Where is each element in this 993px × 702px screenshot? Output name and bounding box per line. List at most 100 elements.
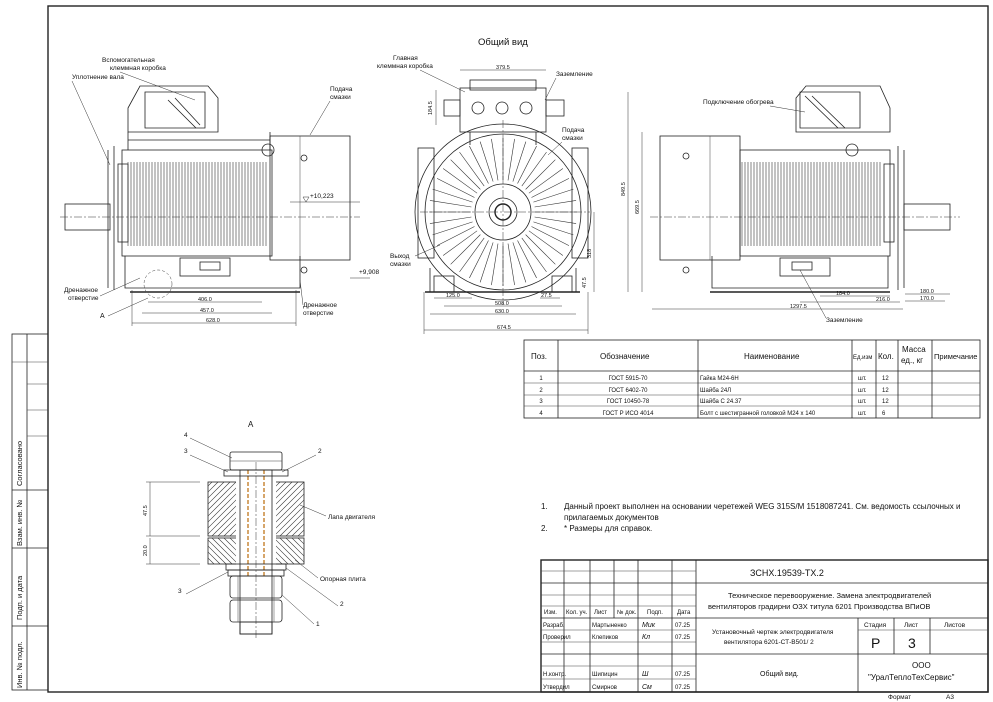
dim-right-1297: 1297.5 bbox=[790, 304, 807, 310]
rev-header-date: Дата bbox=[677, 610, 691, 616]
right-side-view: Подключение обогрева Заземление 849.5 66… bbox=[621, 85, 960, 324]
stage-header: Стадия bbox=[864, 622, 887, 629]
callout-grease-in-front-2: смазки bbox=[562, 135, 583, 142]
note-1-num: 1. bbox=[541, 502, 548, 511]
callout-aux-terminal-box-1: Вспомогательная bbox=[102, 57, 155, 64]
detail-a-bolt-section: A 47.5 20.0 4 3 2 bbox=[143, 420, 375, 640]
parts-table-cell: 3 bbox=[539, 399, 543, 405]
table-header-designation: Обозначение bbox=[600, 352, 650, 361]
detail-num-2-top: 2 bbox=[318, 448, 322, 455]
table-header-pos: Поз. bbox=[531, 352, 547, 361]
washer-top bbox=[223, 469, 289, 477]
signer-name: Шипицин bbox=[592, 672, 618, 678]
org-line-2: "УралТеплоТехСервис" bbox=[868, 673, 955, 682]
signer-signature: Мик bbox=[642, 622, 656, 629]
dim-level-base: +9,908 bbox=[359, 269, 379, 276]
rev-header-sign: Подп. bbox=[647, 610, 663, 616]
margin-inv-orig: Инв. № подл. bbox=[15, 641, 24, 688]
margin-sign-date: Подп. и дата bbox=[15, 575, 24, 620]
dim-front-47: 47.5 bbox=[582, 277, 588, 288]
dim-front-379: 379.5 bbox=[496, 65, 510, 71]
signer-signature: Ш bbox=[642, 671, 649, 678]
dim-left-457: 457.0 bbox=[200, 308, 214, 314]
sheets-header: Листов bbox=[944, 622, 966, 629]
parts-table-cell: Гайка М24-6Н bbox=[700, 375, 739, 382]
dim-right-184: 184.0 bbox=[836, 291, 850, 297]
detail-num-4-top: 4 bbox=[184, 432, 188, 439]
rev-header-doc: № док. bbox=[617, 609, 637, 616]
signer-date: 07.25 bbox=[675, 672, 691, 678]
parts-table-cell: 12 bbox=[882, 376, 889, 382]
project-line-2: вентиляторов градирни ОЗХ титула 6201 Пр… bbox=[708, 602, 930, 611]
stage-value: Р bbox=[871, 635, 880, 651]
parts-table-cell: шт. bbox=[858, 411, 867, 417]
callout-grease-in-2: смазки bbox=[330, 94, 351, 101]
parts-table-cell: 1 bbox=[539, 376, 543, 382]
parts-table-cell: 12 bbox=[882, 399, 889, 405]
dim-right-170: 170.0 bbox=[920, 296, 934, 302]
dim-level-top: +10,223 bbox=[310, 193, 334, 200]
dim-left-406: 406.0 bbox=[198, 297, 212, 303]
signer-date: 07.25 bbox=[675, 635, 691, 641]
signer-signature: См bbox=[642, 684, 652, 691]
table-header-mass-2: ед., кг bbox=[901, 356, 923, 365]
table-header-qty: Кол. bbox=[878, 352, 894, 361]
parts-table-cell: 12 bbox=[882, 388, 889, 394]
callout-grease-out-1: Выход bbox=[390, 253, 410, 260]
signer-role: Проверил bbox=[543, 635, 571, 641]
callout-drain-right-1: Дренажное bbox=[303, 302, 337, 309]
format-label: Формат bbox=[888, 694, 911, 701]
parts-table: Поз. Обозначение Наименование Ед.изм Кол… bbox=[523, 339, 981, 419]
cooling-fins-right bbox=[741, 162, 881, 246]
detail-num-2-bottom: 2 bbox=[340, 601, 344, 608]
parts-table-cell: шт. bbox=[858, 399, 867, 405]
drawing-name: Общий вид. bbox=[760, 670, 799, 678]
parts-table-cell: 2 bbox=[539, 388, 543, 394]
left-margin-stamp: Согласовано Взам. инв. № Подп. и дата Ин… bbox=[11, 333, 49, 691]
signer-name: Смирнов bbox=[592, 685, 617, 691]
detail-num-1-bottom: 1 bbox=[316, 621, 320, 628]
cooling-fins-front bbox=[429, 138, 577, 286]
dim-front-318: 318 bbox=[587, 249, 593, 258]
dim-front-630: 630.0 bbox=[495, 309, 509, 315]
dim-right-669: 669.5 bbox=[635, 200, 641, 214]
doc-code: ЗСНХ.19539-ТХ.2 bbox=[750, 568, 824, 578]
parts-table-cell: Болт с шестигранной головкой М24 х 140 bbox=[700, 410, 816, 417]
parts-table-cell: ГОСТ 5915-70 bbox=[608, 376, 648, 382]
note-2-line-1: * Размеры для справок. bbox=[564, 524, 652, 533]
margin-replace-inv: Взам. инв. № bbox=[15, 500, 24, 546]
note-1-line-2: прилагаемых документов bbox=[564, 513, 659, 522]
project-line-1: Техническое перевооружение. Замена элект… bbox=[728, 591, 931, 600]
callout-section-a: A bbox=[100, 313, 105, 320]
signer-role: Разраб. bbox=[543, 623, 565, 629]
table-header-mass-1: Масса bbox=[902, 345, 926, 354]
table-header-unit: Ед.изм bbox=[853, 355, 872, 361]
table-header-name: Наименование bbox=[744, 352, 800, 361]
dim-front-27: 27.5 bbox=[541, 293, 552, 299]
callout-heater-connection: Подключение обогрева bbox=[703, 98, 774, 106]
dim-detail-47: 47.5 bbox=[143, 505, 149, 516]
signer-name: Мартыненко bbox=[592, 623, 627, 629]
detail-label-foot: Лапа двигателя bbox=[328, 514, 375, 521]
note-1-line-1: Данный проект выполнен на основании чере… bbox=[564, 502, 961, 511]
note-2-num: 2. bbox=[541, 524, 548, 533]
sheet-title-line-2: вентилятора 6201-СТ-В501/ 2 bbox=[724, 639, 814, 646]
callout-ground-front: Заземление bbox=[556, 71, 593, 78]
signer-role: Н.контр. bbox=[543, 672, 566, 678]
callout-main-terminal-box-1: Главная bbox=[393, 55, 418, 62]
table-header-note: Примечание bbox=[934, 352, 977, 361]
callout-aux-terminal-box-2: клеммная коробка bbox=[110, 64, 166, 72]
callout-drain-right-2: отверстие bbox=[303, 310, 334, 317]
detail-label-plate: Опорная плита bbox=[320, 576, 366, 583]
callout-drain-left-2: отверстие bbox=[68, 295, 99, 302]
cooling-fins-left bbox=[127, 162, 267, 246]
parts-table-cell: 4 bbox=[539, 411, 543, 417]
callout-shaft-seal: Уплотнение вала bbox=[72, 74, 124, 81]
section-hatching bbox=[208, 482, 304, 564]
title-block: ЗСНХ.19539-ТХ.2 Техническое перевооружен… bbox=[540, 559, 989, 693]
front-end-view: Главная клеммная коробка Заземление Пода… bbox=[377, 55, 595, 334]
dim-front-674: 674.5 bbox=[497, 325, 511, 331]
rev-header-izm: Изм. bbox=[544, 610, 557, 616]
